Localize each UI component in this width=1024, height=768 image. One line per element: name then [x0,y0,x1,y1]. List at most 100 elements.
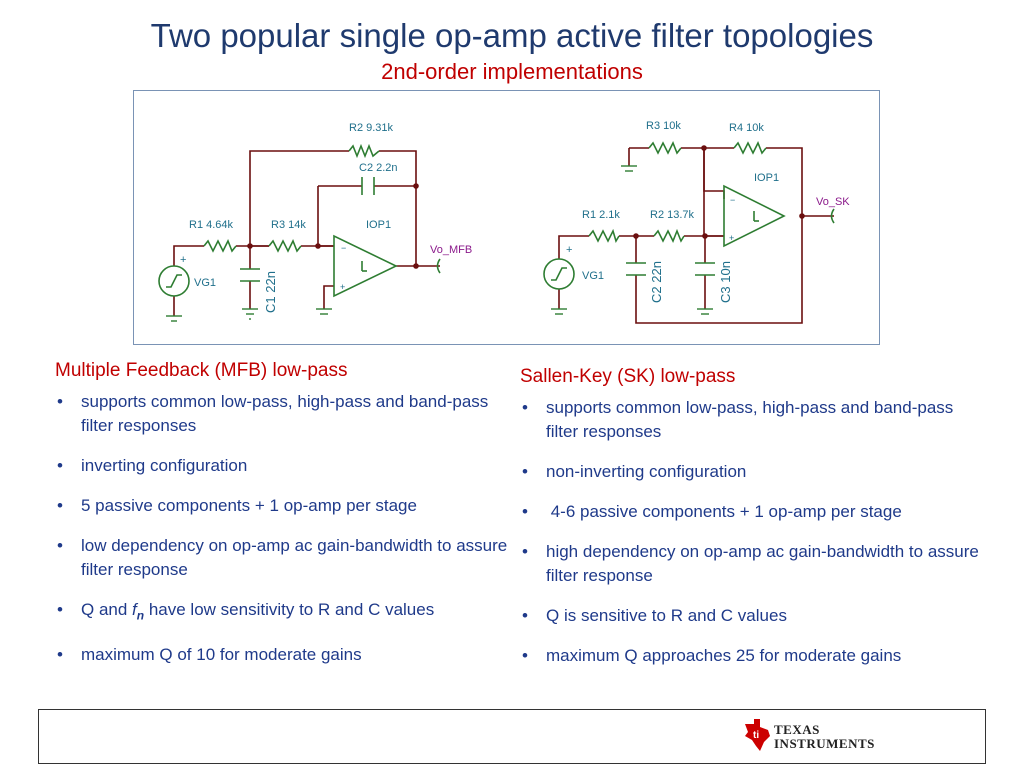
mfb-heading: Multiple Feedback (MFB) low-pass [55,360,348,381]
mfb-r1-resistor [203,239,237,253]
ti-wordmark: Texas Instruments [774,723,875,751]
mfb-column: Multiple Feedback (MFB) low-pass • suppor… [55,358,515,683]
bullet-glyph: • [522,606,528,625]
mfb-bullet: • maximum Q of 10 for moderate gains [55,643,515,667]
mfb-opamp-minus: − [341,243,346,253]
sk-source-plus: + [566,244,572,256]
slide-title: Two popular single op-amp active filter … [150,17,874,54]
mfb-circuit [173,150,440,316]
mfb-q-pre: Q and [81,600,133,619]
mfb-source-plus: + [180,254,186,266]
sk-components [543,141,835,290]
mfb-bullet-text: maximum Q of 10 for moderate gains [81,645,362,665]
bullet-glyph: • [57,496,63,515]
mfb-bullet: • inverting configuration [55,454,515,478]
sk-source-icon [543,258,575,290]
sk-bullet: • 4-6 passive components + 1 op-amp per … [520,500,980,524]
sk-bullet: • supports common low-pass, high-pass and… [520,396,980,444]
bullet-glyph: • [57,600,63,619]
mfb-bullet-list: • supports common low-pass, high-pass and… [55,390,515,667]
sk-output-label: Vo_SK [816,196,850,208]
bullet-glyph: • [57,536,63,555]
sk-r1-resistor [588,228,620,243]
bullet-glyph: • [57,645,63,665]
sk-r3-label: R3 10k [646,120,681,132]
mfb-bullet: • low dependency on op-amp ac gain-bandwi… [55,534,515,582]
sk-opamp-plus: + [729,233,734,243]
sk-opamp-minus: − [730,195,735,205]
mfb-r3-resistor [268,239,302,253]
sk-bullet-text: maximum Q approaches 25 for moderate gai… [546,646,902,665]
bullet-glyph: • [522,542,528,561]
svg-text:ti: ti [753,730,759,741]
sk-labels: R3 10k R4 10k IOP1 Vo_SK R1 2.1k R2 13.7… [566,120,850,303]
mfb-bullet-text: inverting configuration [81,456,248,475]
mfb-q-post: have low sensitivity to R and C values [144,600,435,619]
mfb-r1-label: R1 4.64k [189,219,234,231]
mfb-bullet: • 5 passive components + 1 op-amp per sta… [55,494,515,518]
mfb-r2-label: R2 9.31k [349,122,394,134]
mfb-c2-label: C2 2.2n [359,162,398,174]
mfb-bullet: • supports common low-pass, high-pass and… [55,390,515,438]
slide-subtitle: 2nd-order implementations [381,59,643,84]
sk-r4-label: R4 10k [729,122,764,134]
sk-opamp-label: IOP1 [754,172,779,184]
mfb-bullet-text: 5 passive components + 1 op-amp per stag… [81,496,417,515]
sk-bullet-list: • supports common low-pass, high-pass and… [520,396,980,668]
sk-opamp-triangle [723,184,786,248]
mfb-labels: R2 9.31k C2 2.2n R1 4.64k R3 14k IOP1 Vo… [180,122,472,313]
bullet-glyph: • [522,646,528,665]
sk-bullet-text: supports common low-pass, high-pass and … [546,398,954,441]
mfb-r3-label: R3 14k [271,219,306,231]
sk-column: Sallen-Key (SK) low-pass • supports commo… [520,364,980,684]
sk-c2-label: C2 22n [649,261,664,303]
mfb-source-icon [158,265,190,297]
sk-r2-resistor [653,228,685,243]
mfb-r2-resistor [348,143,380,159]
ti-wordmark-line2: Instruments [774,736,875,751]
mfb-opamp-triangle [333,234,398,298]
sk-bullet-text: non-inverting configuration [546,462,747,481]
schematic-frame: R2 9.31k C2 2.2n R1 4.64k R3 14k IOP1 Vo… [133,90,880,345]
bullet-glyph: • [522,462,528,481]
footer-box [38,709,986,764]
sk-bullet: • maximum Q approaches 25 for moderate ga… [520,644,980,668]
sk-bullet: • high dependency on op-amp ac gain-bandw… [520,540,980,588]
sk-bullet-text: high dependency on op-amp ac gain-bandwi… [546,542,979,585]
texas-state-icon: ti [745,719,770,751]
sk-c3-label: C3 10n [718,261,733,303]
sk-bullet-text: Q is sensitive to R and C values [546,606,787,625]
bullet-glyph: • [57,456,63,475]
sk-bullet: • non-inverting configuration [520,460,980,484]
mfb-opamp-label: IOP1 [366,219,391,231]
sk-bullet-text: 4-6 passive components + 1 op-amp per st… [546,502,902,521]
bullet-glyph: • [57,392,63,411]
sk-heading: Sallen-Key (SK) low-pass [520,366,736,387]
sk-bullet: • Q is sensitive to R and C values [520,604,980,628]
sk-r1-label: R1 2.1k [582,209,620,221]
mfb-bullet-text: low dependency on op-amp ac gain-bandwid… [81,536,508,579]
sk-r3-resistor [648,141,682,155]
mfb-opamp-plus: + [340,282,345,292]
ti-wordmark-line1: Texas [774,722,820,737]
mfb-source-label: VG1 [194,277,216,289]
bullet-glyph: • [522,502,528,521]
sk-r2-label: R2 13.7k [650,209,695,221]
schematics-svg: R2 9.31k C2 2.2n R1 4.64k R3 14k IOP1 Vo… [158,120,850,324]
mfb-bullet-q: • Q and fn have low sensitivity to R and … [55,598,515,627]
mfb-c1-label: C1 22n [263,271,278,313]
mfb-nodes [247,183,419,269]
mfb-q-sub: n [136,608,145,623]
mfb-grounds [166,308,332,322]
bullet-glyph: • [522,398,528,417]
sk-nodes [633,145,805,239]
mfb-q-f: f [132,600,137,619]
mfb-bullet-text: supports common low-pass, high-pass and … [81,392,489,435]
ti-logo: ti Texas Instruments [742,718,882,754]
sk-output-terminal [830,208,835,224]
sk-r4-resistor [733,141,767,155]
mfb-output-terminal [436,258,441,274]
sk-source-label: VG1 [582,270,604,282]
mfb-components [158,143,441,298]
sk-grounds [551,165,713,315]
